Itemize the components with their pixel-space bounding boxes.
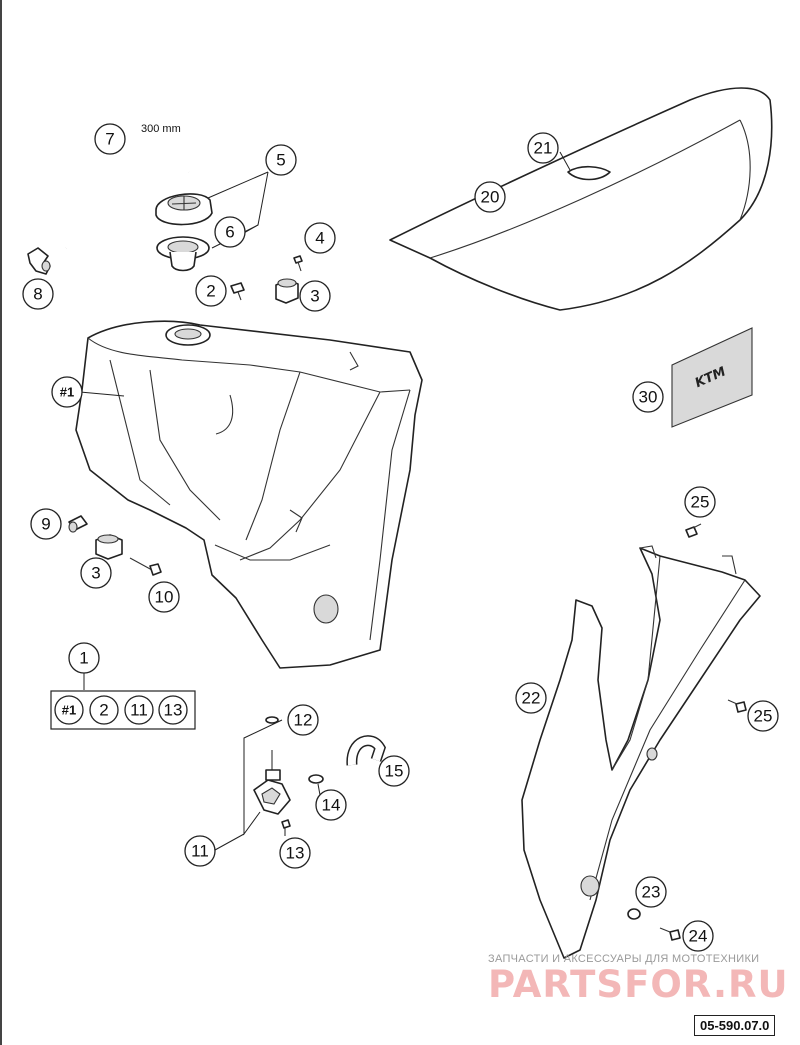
screw-2 [230,282,245,301]
fuel-hose-15 [346,735,386,766]
svg-text:11: 11 [191,842,209,861]
fuel-tank [75,320,423,669]
o-ring-12 [265,716,279,724]
seat [389,87,773,311]
svg-text:13: 13 [164,701,183,720]
svg-text:#1: #1 [62,703,76,718]
svg-text:11: 11 [130,701,148,720]
svg-text:13: 13 [286,844,305,863]
collar-screw-9 [68,515,88,533]
svg-text:23: 23 [642,883,661,902]
callout-1: 1 [68,642,100,674]
watermark-caption: ЗАПЧАСТИ И АКСЕССУАРЫ ДЛЯ МОТОТЕХНИКИ [488,953,760,965]
callout-2: 2 [195,275,227,307]
svg-text:4: 4 [315,229,324,248]
callout-11: 11 [184,835,216,867]
svg-text:21: 21 [534,139,553,158]
callout-15: 15 [378,755,410,787]
svg-text:15: 15 [385,762,404,781]
fuel-tap [253,750,291,815]
callout-3-top: 3 [299,280,331,312]
hose-clamp-14 [308,774,324,784]
svg-text:3: 3 [310,287,319,306]
ktm-decal: KTM [671,327,753,428]
svg-text:10: 10 [155,588,174,607]
callout-5: 5 [265,144,297,176]
svg-text:24: 24 [689,927,708,946]
kit-item-11: 11 [124,695,154,725]
bushing-3-lower [95,534,123,560]
hose-length-label: 300 mm [141,123,181,135]
svg-text:8: 8 [33,285,42,304]
screw-4 [293,255,303,272]
callout-9: 9 [30,508,62,540]
svg-text:12: 12 [294,711,313,730]
bolt-10 [129,557,162,576]
filler-cap [155,193,213,226]
frame-edge [0,0,2,1045]
svg-text:2: 2 [206,282,215,301]
callout-4: 4 [304,222,336,254]
svg-text:25: 25 [754,707,773,726]
callout-25-top: 25 [684,486,716,518]
callout-8: 8 [22,278,54,310]
svg-text:14: 14 [322,796,341,815]
callout-22: 22 [515,682,547,714]
callout-12: 12 [287,704,319,736]
svg-text:3: 3 [91,564,100,583]
hose-fitting [27,247,51,275]
kit-item-2: 2 [89,695,119,725]
drawing-number: 05-590.07.0 [694,1015,776,1036]
callout-25-side: 25 [747,700,779,732]
svg-text:2: 2 [99,701,108,720]
cap-gasket [156,236,210,272]
svg-text:1: 1 [79,649,88,668]
callout-13: 13 [279,837,311,869]
callout-20: 20 [474,181,506,213]
bushing-3-top [275,278,299,304]
svg-text:5: 5 [276,151,285,170]
svg-text:6: 6 [225,223,234,242]
kit-item-13: 13 [158,695,188,725]
callout-3-lower: 3 [80,557,112,589]
callout-21: 21 [527,132,559,164]
screw-25-top [685,523,702,538]
svg-text:22: 22 [522,689,541,708]
screw-24 [659,927,681,941]
kit-item-tank: #1 [54,695,84,725]
callout-30: 30 [632,381,664,413]
side-spoiler [521,545,761,959]
svg-text:#1: #1 [60,385,74,400]
breather-hose: 300 mm [64,123,191,249]
svg-text:30: 30 [639,388,658,407]
watermark-site: PARTSFOR.RU [488,963,789,1006]
callout-7: 7 [94,123,126,155]
svg-text:25: 25 [691,493,710,512]
callout-23: 23 [635,876,667,908]
svg-text:20: 20 [481,188,500,207]
callout-14: 14 [315,789,347,821]
callout-tank: #1 [51,376,83,408]
callout-10: 10 [148,581,180,613]
screw-25-side [727,699,747,713]
svg-text:9: 9 [41,515,50,534]
callout-6: 6 [214,216,246,248]
svg-text:7: 7 [105,130,114,149]
callout-24: 24 [682,920,714,952]
screw-13 [281,819,291,836]
washer-23 [627,908,641,920]
